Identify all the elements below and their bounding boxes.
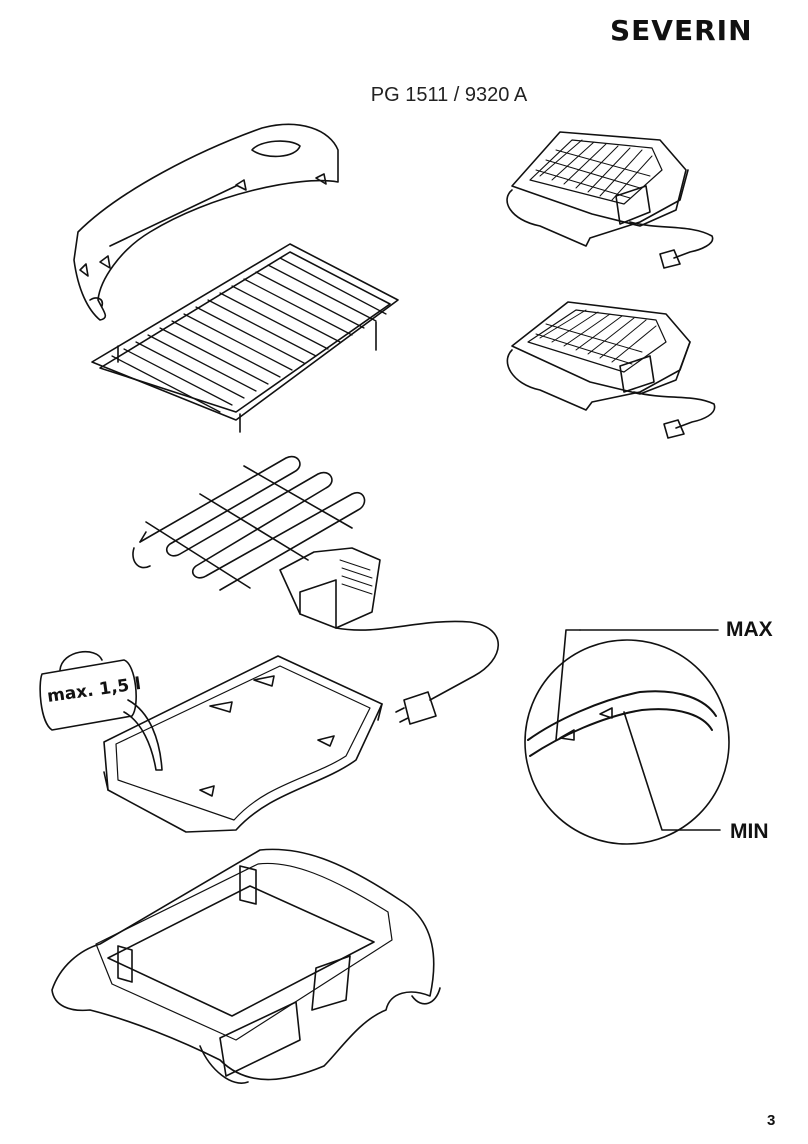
measuring-jug: max. 1,5 l — [40, 652, 162, 770]
heating-element — [133, 457, 498, 724]
grill-rack — [92, 244, 398, 432]
jug-capacity-marking: max. 1,5 l — [46, 674, 142, 707]
water-level-detail — [525, 630, 729, 844]
water-tray — [104, 656, 382, 832]
max-level-label: MAX — [726, 618, 773, 642]
assembled-grill-view-2 — [507, 302, 714, 438]
assembled-grill-view-1 — [507, 132, 713, 268]
page-number: 3 — [767, 1112, 775, 1129]
min-level-label: MIN — [730, 820, 769, 844]
grill-base — [52, 849, 440, 1083]
windshield-part — [74, 124, 338, 320]
